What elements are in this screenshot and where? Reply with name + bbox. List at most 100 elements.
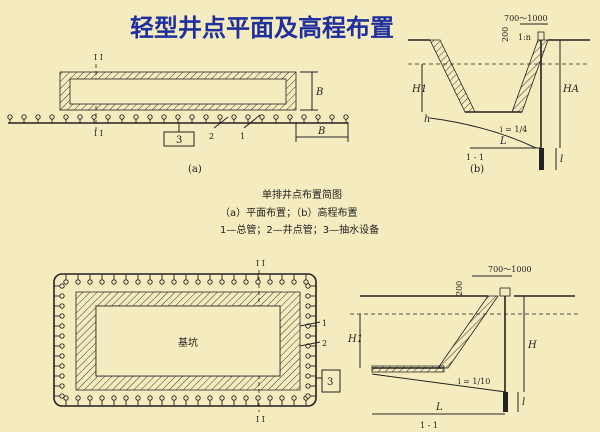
bottom-wellpoint — [207, 395, 213, 401]
bottom-wellpoint — [75, 279, 81, 285]
top-elev-pipe-head — [537, 31, 545, 41]
bottom-wellpoint — [147, 395, 153, 401]
top-wellpoint — [273, 114, 279, 120]
top-elevation-view: 700～1000 200 1:n i = 1/4 H1 h HA L l 1 -… — [408, 14, 590, 175]
bottom-wellpoint — [59, 303, 65, 309]
top-elev-slope-ratio: 1:n — [518, 33, 531, 42]
top-plan-section-mark-top: I I — [94, 53, 103, 62]
bottom-wellpoint — [59, 353, 65, 359]
bottom-wellpoint — [305, 373, 311, 379]
slide-title: 轻型井点平面及高程布置 — [130, 14, 394, 42]
top-plan-view: I I I I 3 2 1 B B (a) — [7, 53, 349, 175]
bottom-wellpoint — [305, 303, 311, 309]
top-leader-1 — [243, 114, 261, 129]
top-elev-filter — [539, 148, 544, 170]
top-elev-H1: H1 — [411, 84, 427, 95]
bottom-wellpoint — [159, 279, 165, 285]
bottom-wellpoint — [231, 279, 237, 285]
bottom-leader-1 — [299, 321, 321, 327]
bottom-wellpoint — [305, 283, 311, 289]
top-label-1: 1 — [240, 132, 245, 141]
top-wellpoint — [105, 114, 111, 120]
bottom-wellpoint — [231, 395, 237, 401]
bottom-wellpoint — [99, 395, 105, 401]
bottom-wellpoint-ring — [54, 274, 316, 406]
top-pump-number: 3 — [176, 135, 182, 146]
top-wellpoint — [287, 114, 293, 120]
top-elev-slope-text: i = 1/4 — [500, 125, 527, 134]
bottom-wellpoint — [195, 395, 201, 401]
bottom-wellpoint — [171, 395, 177, 401]
top-label-2: 2 — [209, 132, 214, 141]
bottom-wellpoint — [279, 279, 285, 285]
bottom-wellpoint — [59, 333, 65, 339]
bottom-elevation-view: 700～1000 200 i = 1/10 H1 H L l 1 - 1 — [347, 265, 578, 430]
bottom-wellpoint — [59, 323, 65, 329]
bottom-wellpoint — [147, 279, 153, 285]
bottom-elev-spacing: 700～1000 — [488, 265, 532, 274]
bottom-pit-bottom — [95, 305, 281, 377]
top-plan-caption: (a) — [188, 164, 202, 175]
bottom-header-ring — [53, 273, 317, 407]
top-wellpoint — [301, 114, 307, 120]
top-elev-200: 200 — [501, 27, 510, 42]
bottom-wellpoint — [305, 363, 311, 369]
bottom-wellpoint — [59, 363, 65, 369]
top-dim-B1-label: B — [315, 87, 323, 98]
top-wellpoint — [189, 114, 195, 120]
bottom-elev-l: l — [522, 397, 525, 408]
top-wellpoint — [35, 114, 41, 120]
top-elev-spacing: 700～1000 — [504, 14, 548, 23]
top-leader-2 — [213, 116, 229, 129]
bottom-wellpoint — [305, 313, 311, 319]
top-elev-caption: (b) — [470, 164, 484, 175]
top-elev-right-slope — [511, 39, 549, 113]
bottom-elev-pipe-head — [499, 287, 511, 297]
bottom-wellpoint — [159, 395, 165, 401]
bottom-pit-label: 基坑 — [178, 336, 198, 349]
bottom-wellpoint — [305, 383, 311, 389]
top-wellpoint — [91, 114, 97, 120]
top-elev-HA: HA — [562, 84, 579, 95]
bottom-wellpoint — [63, 395, 69, 401]
top-wellpoint — [49, 114, 55, 120]
top-elev-l: l — [560, 154, 563, 165]
top-wellpoint — [343, 114, 349, 120]
top-wellpoint — [203, 114, 209, 120]
top-wellpoint — [21, 114, 27, 120]
bottom-elev-H: H — [527, 340, 537, 351]
bottom-wellpoint — [59, 393, 65, 399]
bottom-wellpoint — [279, 395, 285, 401]
bottom-wellpoint — [291, 279, 297, 285]
bottom-wellpoint — [219, 279, 225, 285]
top-wellpoint — [329, 114, 335, 120]
bottom-label-1: 1 — [322, 319, 327, 328]
bottom-wellpoint — [135, 395, 141, 401]
top-wellpoint — [315, 114, 321, 120]
bottom-wellpoint — [291, 395, 297, 401]
bottom-elev-bottom-hatch — [371, 365, 445, 373]
bottom-wellpoint — [305, 293, 311, 299]
bottom-wellpoint — [111, 279, 117, 285]
bottom-wellpoint — [243, 395, 249, 401]
bottom-wellpoint — [59, 343, 65, 349]
top-wellpoint — [77, 114, 83, 120]
top-wellpoint — [217, 114, 223, 120]
bottom-plan-section-mark-bottom: I I — [256, 415, 265, 424]
bottom-elev-filter — [503, 392, 508, 412]
bottom-wellpoint — [123, 279, 129, 285]
top-plan-section-mark-bottom: I I — [94, 129, 103, 138]
bottom-wellpoint — [219, 395, 225, 401]
bottom-wellpoint — [111, 395, 117, 401]
bottom-pump-number: 3 — [327, 377, 333, 388]
bottom-elev-H1: H1 — [347, 334, 363, 345]
bottom-plan-view: I I I I 基坑 1 2 3 — [53, 259, 341, 424]
bottom-wellpoint — [305, 353, 311, 359]
caption-title: 单排井点布置简图 — [262, 188, 342, 201]
top-elev-drawdown — [429, 117, 537, 149]
bottom-wellpoint — [171, 279, 177, 285]
bottom-wellpoint — [87, 279, 93, 285]
bottom-elev-L: L — [435, 402, 443, 413]
